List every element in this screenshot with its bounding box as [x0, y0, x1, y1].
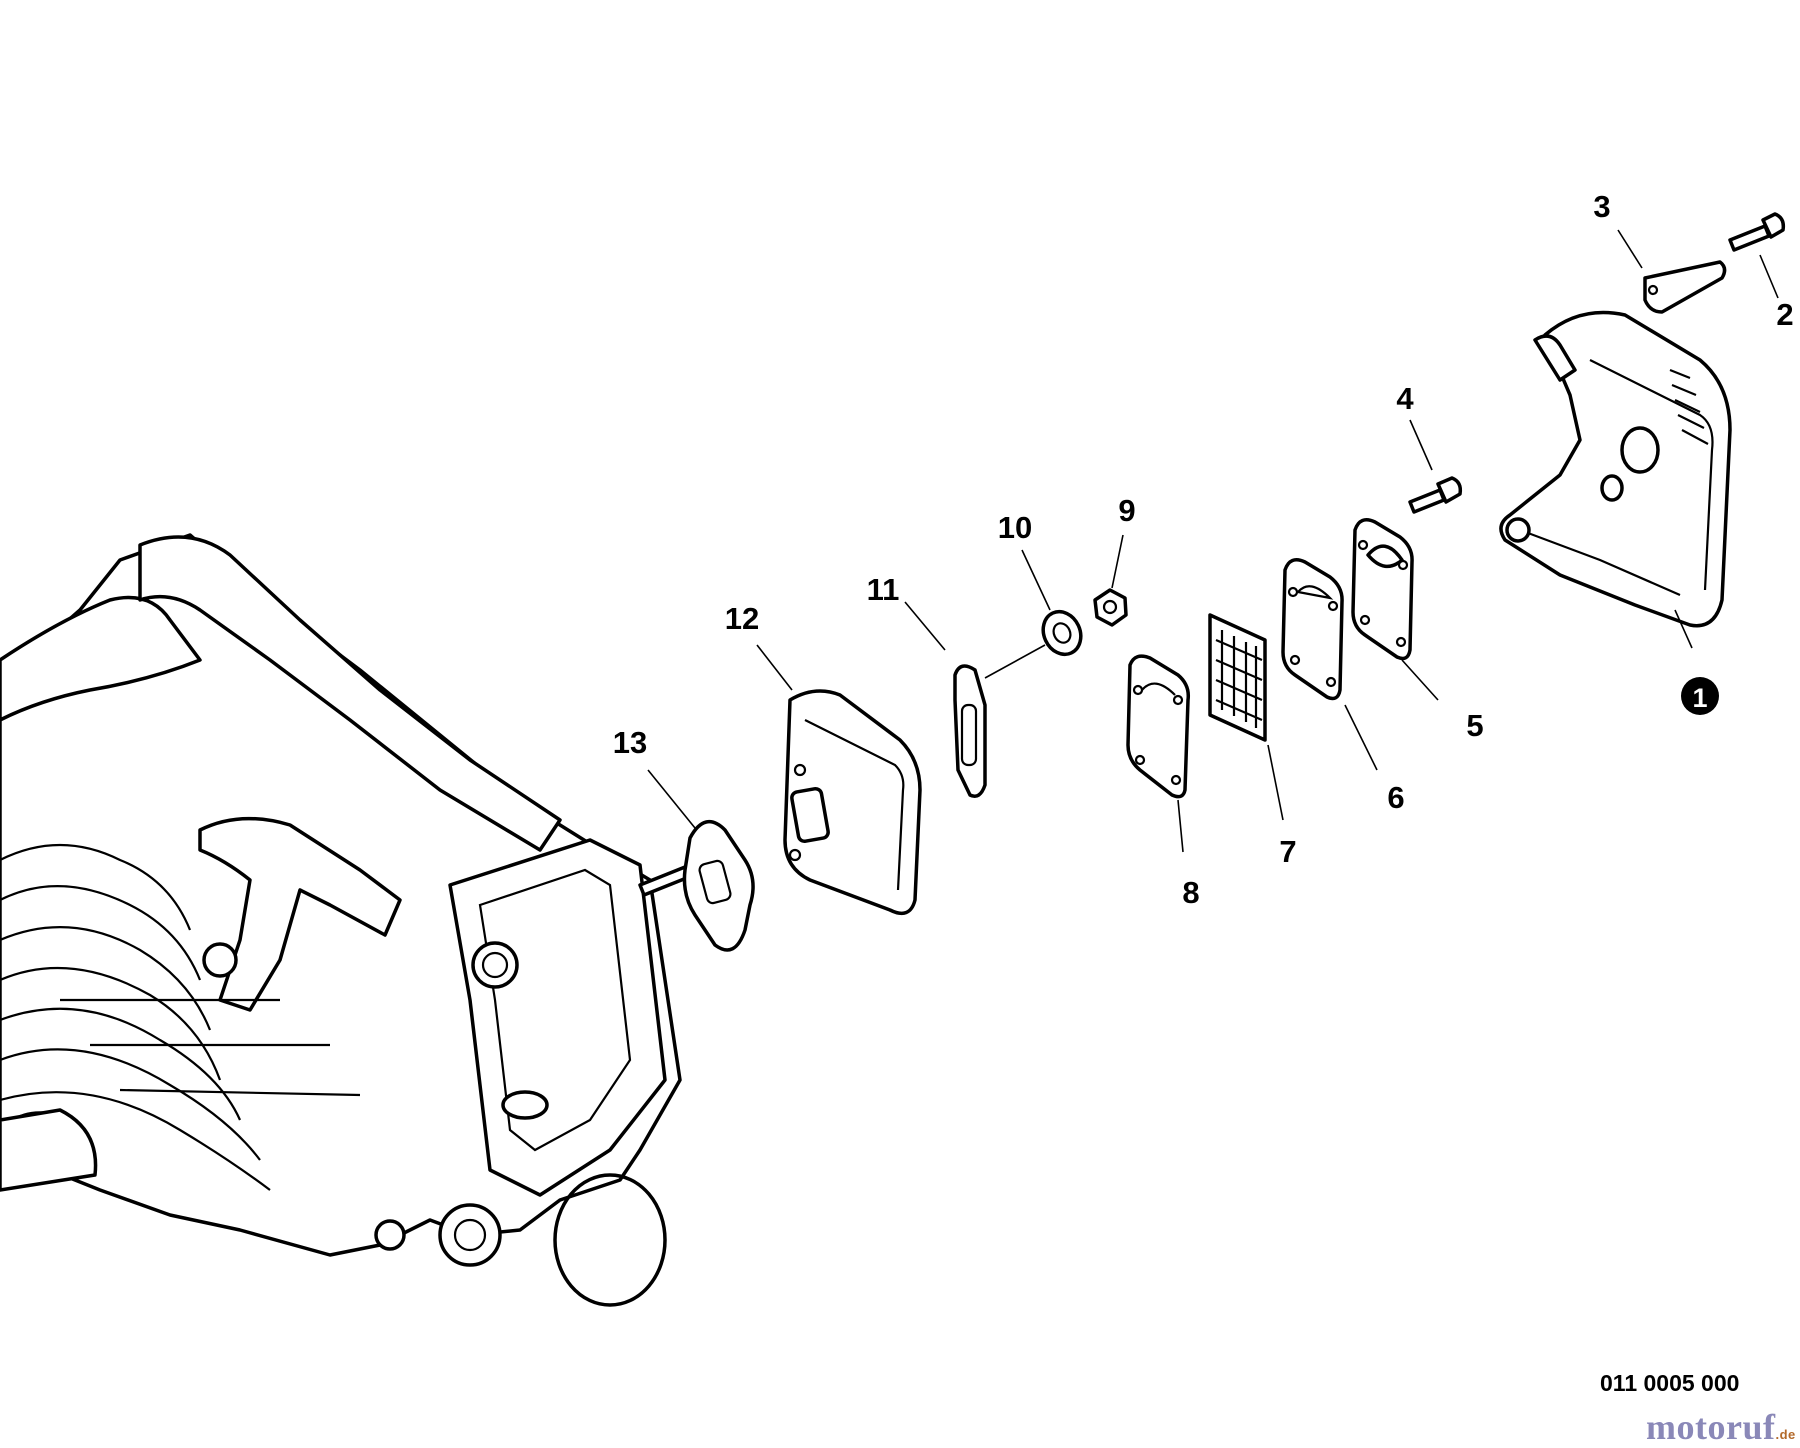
- cylinder-fins: [0, 843, 361, 1191]
- callout-9: 9: [1118, 493, 1135, 528]
- callout-11: 11: [867, 572, 900, 607]
- watermark-brand: motoruf: [1646, 1407, 1776, 1447]
- callout-6: 6: [1387, 780, 1404, 815]
- callout-7: 7: [1279, 834, 1296, 869]
- callout-3: 3: [1593, 189, 1610, 224]
- part-1-cover: [1499, 310, 1732, 628]
- part-3-deflector: [1643, 260, 1727, 314]
- callout-1: 1: [1681, 677, 1719, 715]
- drawing-number: 011 0005 000: [1600, 1370, 1740, 1396]
- part-9-nut: [1093, 588, 1128, 627]
- engine-housing: [0, 533, 696, 1307]
- callout-13: 13: [613, 725, 647, 760]
- part-2-screw: [1728, 212, 1786, 252]
- callout-5: 5: [1466, 708, 1483, 743]
- callout-12: 12: [725, 601, 759, 636]
- o-ring: [553, 1173, 667, 1307]
- part-5-gasket: [1351, 518, 1414, 661]
- part-7-screen: [1208, 613, 1267, 742]
- part-12-muffler: [783, 689, 922, 916]
- watermark-tld: .de: [1775, 1427, 1796, 1442]
- callout-4: 4: [1396, 381, 1414, 416]
- part-4-screw: [1408, 476, 1463, 514]
- part-8-plate: [1126, 654, 1191, 799]
- part-13-gasket: [682, 820, 755, 952]
- part-6-plate: [1281, 558, 1344, 701]
- watermark-logo: motoruf.de: [1646, 1406, 1796, 1448]
- part-11-gasket: [953, 664, 987, 798]
- callout-8: 8: [1182, 875, 1199, 910]
- callout-1-label: 1: [1692, 683, 1707, 713]
- part-10-washer: [1041, 609, 1083, 657]
- leader-lines: [647, 229, 1779, 853]
- callout-1-disc: [1681, 677, 1719, 715]
- callout-10: 10: [998, 510, 1032, 545]
- callout-2: 2: [1776, 297, 1793, 332]
